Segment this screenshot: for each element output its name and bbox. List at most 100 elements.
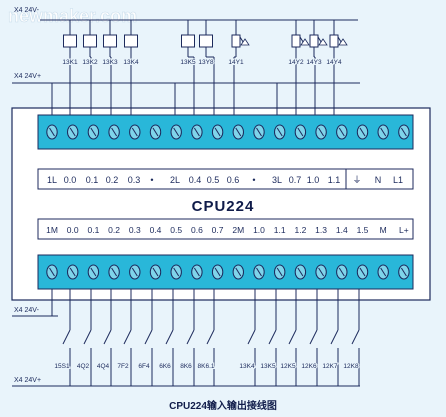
screw-slot: [90, 267, 97, 277]
screw-slot: [276, 267, 283, 277]
screw-slot: [400, 127, 407, 137]
switch-label: 15S1: [54, 363, 70, 370]
switch-label: 12K6: [301, 363, 317, 370]
output-terminal-label: •: [252, 175, 255, 185]
switch-contact: [103, 329, 112, 345]
output-terminal-label: 0.4: [189, 175, 202, 185]
screw-slot: [318, 127, 325, 137]
screw-slot: [152, 267, 159, 277]
input-terminal-label: 1.5: [357, 225, 369, 235]
switch-contact: [123, 329, 132, 345]
screw-slot: [131, 267, 138, 277]
output-label-row: [37, 168, 414, 190]
switch-contact: [288, 329, 297, 345]
screw-slot: [131, 127, 138, 137]
load-label: 14Y1: [228, 59, 244, 66]
screw-slot: [173, 267, 180, 277]
screw-slot: [49, 127, 55, 137]
input-terminal-label: 1.2: [294, 225, 306, 235]
screw-slot: [256, 267, 262, 277]
load-label: 14Y2: [288, 59, 304, 66]
screw-slot: [276, 127, 283, 137]
switch-label: 8K6: [180, 363, 192, 370]
screw-slot: [359, 127, 366, 137]
power-terminal-label: N: [375, 175, 382, 185]
switch-label: 12K5: [280, 363, 296, 370]
screw-slot: [152, 127, 159, 137]
switch-contact: [83, 329, 92, 345]
watermark: newmaker.com: [8, 6, 137, 26]
output-terminal-label: 0.5: [207, 175, 220, 185]
switch-label: 12K7: [322, 363, 338, 370]
screw-slot: [193, 127, 200, 137]
solenoid-valve: [291, 34, 301, 48]
lower-terminal-strip: [37, 254, 414, 290]
screw-slot: [297, 267, 304, 277]
screw-slot: [359, 267, 366, 277]
switch-label: 6K6: [159, 363, 171, 370]
input-terminal-label: 1.0: [253, 225, 265, 235]
output-terminal-label: •: [150, 175, 153, 185]
switch-label: 8K6.1: [198, 363, 215, 370]
relay-coil: [181, 34, 195, 48]
switch-label: 4Q2: [77, 363, 90, 370]
switch-contact: [309, 329, 318, 345]
switch-contact: [165, 329, 174, 345]
input-terminal-label: 1.4: [336, 225, 348, 235]
relay-coil: [199, 34, 213, 48]
lower-terminal-screws: [46, 264, 410, 280]
input-terminal-label: 0.5: [170, 225, 182, 235]
switch-label: 7F2: [117, 363, 129, 370]
switch-contact: [268, 329, 277, 345]
screw-slot: [111, 127, 118, 137]
load-label: 14Y4: [326, 59, 342, 66]
screw-slot: [214, 267, 221, 277]
screw-slot: [90, 127, 97, 137]
screw-slot: [256, 127, 262, 137]
rail-label-top-24v-plus: X4 24V+: [14, 73, 41, 80]
rail-label-bottom-24v-minus: X4 24V-: [14, 307, 40, 314]
switch-contact: [247, 329, 256, 345]
load-label: 13Y8: [198, 59, 214, 66]
switch-contact: [62, 329, 71, 345]
switch-label: 4Q4: [97, 363, 110, 370]
input-terminal-label: 0.6: [191, 225, 203, 235]
input-terminal-label: 0.2: [108, 225, 120, 235]
switch-label: 13K5: [260, 363, 276, 370]
rail-label-bottom-24v-plus: X4 24V+: [14, 377, 41, 384]
switch-label: 12K8: [343, 363, 359, 370]
input-label-row: [37, 218, 414, 240]
screw-slot: [49, 267, 55, 277]
input-terminal-label: 1.3: [315, 225, 327, 235]
output-terminal-label: 1.1: [328, 175, 341, 185]
relay-coil: [103, 34, 117, 48]
power-terminal-label: L1: [393, 175, 403, 185]
output-terminal-label: 1.0: [307, 175, 320, 185]
switch-contact: [330, 329, 339, 345]
screw-slot: [338, 127, 345, 137]
solenoid-valve: [309, 34, 319, 48]
switch-contact: [144, 329, 153, 345]
screw-slot: [338, 267, 345, 277]
relay-coil: [83, 34, 97, 48]
upper-terminal-strip: [37, 114, 414, 150]
input-terminal-label: 0.1: [87, 225, 99, 235]
switch-label: 6F4: [138, 363, 150, 370]
diagram-caption: CPU224输入输出接线图: [169, 399, 277, 412]
input-terminal-label: 0.4: [150, 225, 162, 235]
screw-slot: [173, 127, 180, 137]
output-terminal-label: 2L: [170, 175, 180, 185]
output-terminal-label: 0.1: [86, 175, 99, 185]
rail-label-top-24v-minus: X4 24V-: [14, 7, 40, 14]
valve-diode-triangle: [300, 38, 310, 46]
output-terminal-label: 1L: [47, 175, 57, 185]
screw-slot: [318, 267, 325, 277]
plc-model-label: CPU224: [192, 198, 255, 215]
valve-diode-triangle: [318, 38, 328, 46]
output-terminal-label: 0.6: [227, 175, 240, 185]
